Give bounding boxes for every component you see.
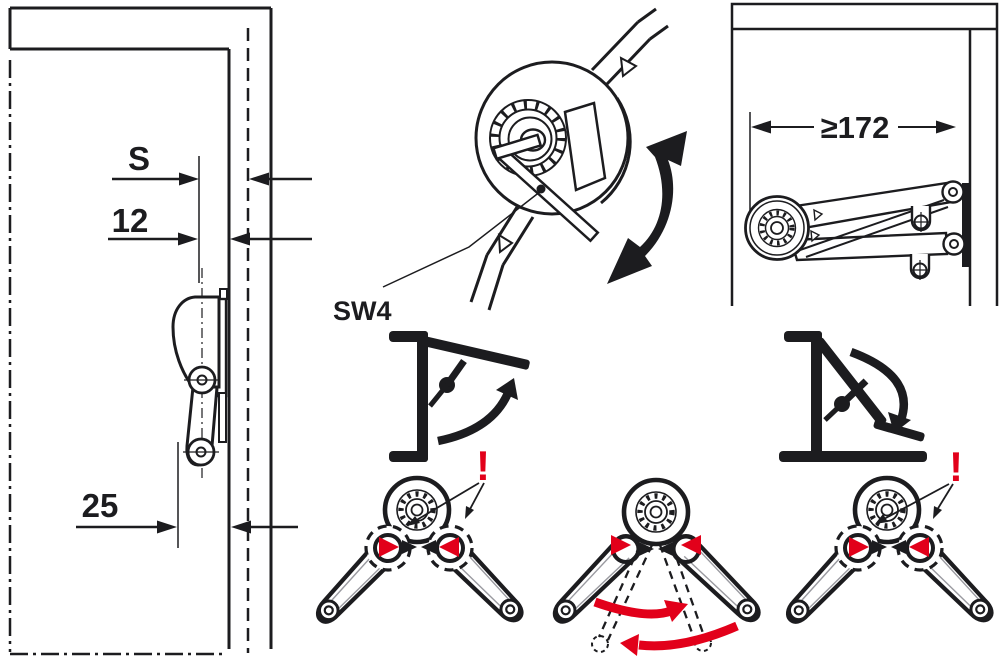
dimension-25: 25 [76, 487, 298, 534]
arrowhead-icon [178, 232, 198, 246]
arrowhead-icon [231, 520, 251, 534]
leader-arrow [465, 482, 485, 519]
dimension-12: 12 [108, 202, 312, 246]
mounting-bracket [171, 268, 228, 479]
flap-close-icon [779, 331, 927, 462]
key-reference-dot [536, 184, 546, 194]
lever-arm-lines [469, 7, 669, 311]
spring-adjustment-detail: SW4 [333, 7, 687, 326]
leader-arrow [407, 482, 480, 526]
dimension-s-label: S [128, 140, 150, 177]
bracket-screw [184, 365, 220, 395]
panel-frame [730, 2, 999, 306]
cabinet-cross-section: S 12 25 [8, 6, 312, 656]
direction-triangle-icon [497, 233, 514, 254]
min-distance-dimension: ≥172 [749, 110, 956, 218]
leader-arrow [875, 483, 950, 524]
arrowhead-icon [936, 120, 956, 134]
direction-triangle-icon [813, 208, 824, 222]
dimension-25-label: 25 [82, 487, 119, 524]
pinch-wedge [849, 537, 869, 557]
close-arrow-icon [849, 348, 911, 433]
warning-exclamation: ! [949, 443, 963, 490]
arrowhead-icon [157, 520, 177, 534]
wall-mounting-plate [962, 183, 970, 267]
leader-arrow [933, 483, 954, 519]
min-distance-label: ≥172 [821, 110, 890, 145]
pinch-wedge [379, 537, 399, 557]
scissor-hub [624, 480, 688, 544]
pinch-point-warning-right: ! [781, 443, 998, 628]
pinch-point-warning-left: ! [311, 442, 528, 628]
pinch-wedge [611, 535, 631, 555]
dimension-12-label: 12 [112, 202, 149, 239]
direction-triangle-icon [810, 229, 821, 243]
swing-arrow-left-icon [620, 621, 739, 656]
pinch-wedge [909, 537, 929, 557]
arrowhead-icon [230, 232, 250, 246]
bracket-screw [183, 437, 219, 467]
clearance-panel: ≥172 [730, 2, 999, 306]
leader-line [382, 190, 542, 288]
stay-arm-side-view [744, 180, 966, 280]
pinch-wedge [681, 535, 701, 555]
open-arrow-icon [437, 378, 518, 446]
flap-open-icon [389, 331, 530, 462]
warning-exclamation: ! [476, 442, 490, 489]
arrowhead-icon [179, 172, 199, 186]
pinch-wedge [439, 537, 459, 557]
arrowhead-icon [751, 120, 771, 134]
drum-window [563, 101, 607, 192]
sw4-label: SW4 [333, 296, 392, 326]
swing-arrow-right-icon [593, 597, 688, 622]
rotation-arrow-icon [607, 131, 687, 284]
arrowhead-icon [249, 172, 269, 186]
dimension-s: S [112, 140, 312, 186]
allen-key [491, 133, 600, 243]
cabinet-outline [8, 6, 273, 649]
swing-range-middle [548, 480, 765, 656]
direction-triangle-icon [619, 56, 638, 78]
